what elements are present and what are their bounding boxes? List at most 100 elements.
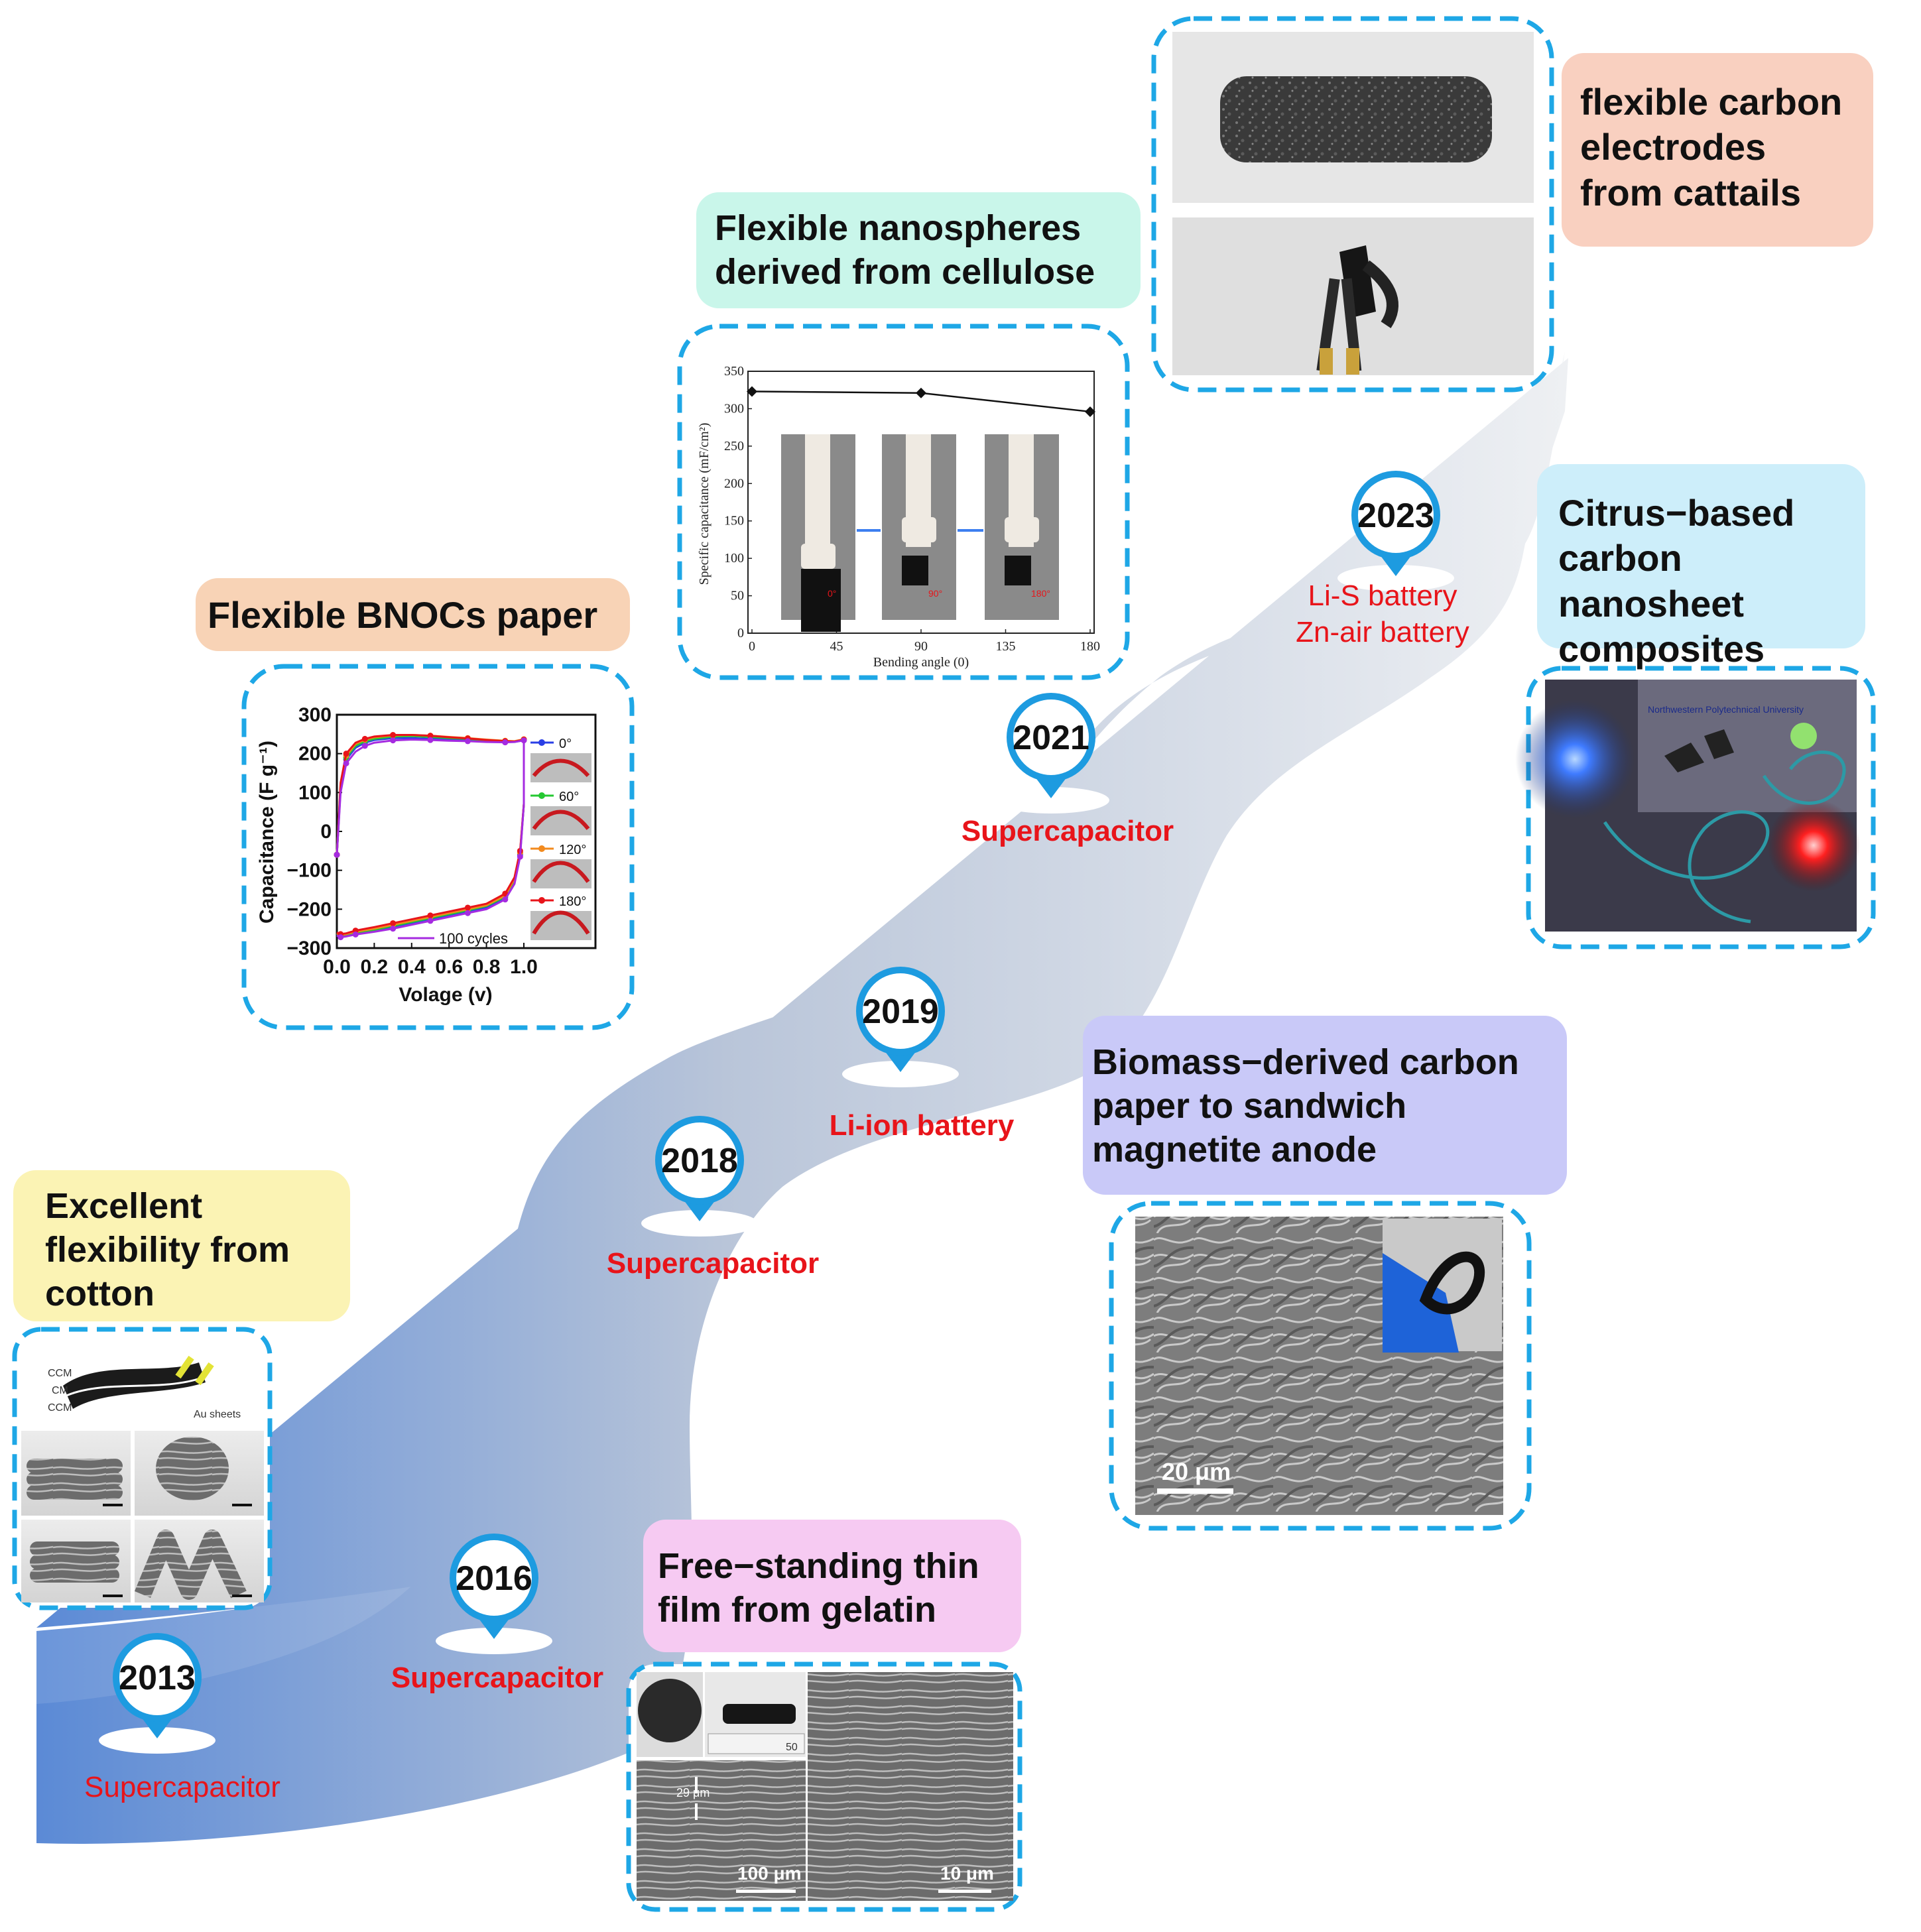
bend-ytick-label: 150 — [724, 514, 744, 528]
bend-xtick-label: 90 — [914, 639, 928, 654]
cv-legend-marker — [538, 897, 545, 904]
cv-point — [338, 934, 344, 941]
cv-point — [343, 751, 349, 757]
bend-xtick-label: 180 — [1080, 639, 1100, 654]
au-sheets-label: Au sheets — [194, 1409, 241, 1420]
citrus-label: Citrus−based carbon nanosheet composites — [1537, 464, 1865, 670]
biomass-scale-bar: 20 μm — [1162, 1458, 1231, 1485]
cv-ytick-label: −300 — [286, 937, 332, 959]
cv-xtick-label: 0.0 — [323, 956, 351, 978]
cv-xtick-label: 0.6 — [435, 956, 463, 978]
cv-ytick-label: 200 — [298, 743, 332, 765]
year-label: 2021 — [1013, 719, 1089, 757]
gelatin-cross-section-sem — [637, 1760, 806, 1901]
cv-ytick-label: 300 — [298, 704, 332, 726]
application-label: Supercapacitor — [84, 1771, 280, 1803]
cv-legend-marker — [538, 739, 545, 746]
pin-shadow — [641, 1210, 758, 1237]
bend-point — [916, 387, 926, 398]
year-label: 2019 — [862, 993, 939, 1031]
bend-xtick-label: 135 — [996, 639, 1016, 654]
cv-legend-label: 60° — [559, 790, 579, 804]
cv-point — [464, 910, 471, 916]
cv-point — [427, 912, 434, 919]
bend-ytick-label: 200 — [724, 476, 744, 491]
bend-ytick-label: 300 — [724, 401, 744, 416]
cv-ylabel: Capacitance (F g⁻¹) — [256, 741, 278, 924]
bend-xtick-label: 0 — [749, 639, 755, 654]
cv-legend-marker — [538, 845, 545, 852]
cv-point — [343, 760, 349, 766]
bend-ytick-label: 250 — [724, 439, 744, 453]
cv-point — [390, 732, 397, 739]
cv-point — [390, 737, 397, 744]
bend-ytick-label: 50 — [731, 589, 744, 603]
bend-ytick-label: 350 — [724, 364, 744, 379]
cv-ytick-label: −100 — [286, 860, 332, 882]
bend-inset-sample — [1005, 556, 1031, 585]
cv-legend-marker — [538, 792, 545, 799]
cv-inset-sample — [532, 758, 590, 778]
pin-shadow — [1337, 565, 1454, 591]
biomass-label: Biomass−derived carbon paper to sandwich… — [1083, 1016, 1567, 1195]
bend-xtick-label: 45 — [830, 639, 843, 654]
citrus-label-line2: carbon nanosheet — [1558, 537, 1745, 625]
bend-ytick-label: 100 — [724, 551, 744, 566]
application-label: Supercapacitor — [391, 1661, 603, 1694]
bend-inset-clamp — [902, 517, 936, 542]
bend-inset-sample — [801, 569, 841, 632]
citrus-label-line1: Citrus−based — [1558, 492, 1795, 534]
cv-ytick-label: 100 — [298, 782, 332, 804]
cv-xtick-label: 1.0 — [510, 956, 538, 978]
cotton-figure-box: CCM CM CCM Au sheets — [12, 1327, 273, 1610]
biomass-figure-box: 20 μm — [1109, 1201, 1532, 1531]
cattails-label-line3: from cattails — [1580, 171, 1801, 213]
cv-point — [427, 918, 434, 924]
bend-ylabel: Specific capacitance (mF/cm²) — [697, 423, 712, 585]
bend-inset-clamp — [801, 544, 836, 569]
pin-face — [863, 973, 938, 1049]
cv-xtick-label: 0.2 — [361, 956, 389, 978]
bnocs-label: Flexible BNOCs paper — [196, 578, 630, 651]
citrus-figure-box: Northwestern Polytechnical University — [1515, 666, 1876, 949]
bend-inset-angle: 0° — [828, 588, 836, 599]
cv-point — [502, 739, 509, 746]
biomass-label-line3: magnetite anode — [1092, 1129, 1377, 1170]
cotton-label-line2: flexibility from — [45, 1229, 290, 1270]
citrus-label-line3: composites — [1558, 627, 1765, 670]
cv-point — [390, 920, 397, 926]
gelatin-label-line1: Free−standing thin — [658, 1546, 979, 1586]
scale-left: 100 μm — [737, 1863, 802, 1884]
cv-ytick-label: 0 — [320, 821, 332, 843]
cv-xtick-label: 0.4 — [398, 956, 426, 978]
cellulose-label: Flexible nanospheres derived from cellul… — [696, 192, 1141, 308]
cv-point — [352, 931, 359, 937]
cattails-figure-box — [1151, 16, 1554, 392]
year-label: 2023 — [1357, 497, 1434, 535]
cv-point — [464, 738, 471, 745]
gelatin-zoom-sem — [808, 1672, 1013, 1901]
pin-shadow — [993, 787, 1109, 814]
bend-inset-holder — [805, 434, 830, 547]
cv-legend-label: 100 cycles — [439, 930, 508, 947]
cv-point — [502, 896, 509, 903]
bnocs-label-line1: Flexible BNOCs paper — [208, 594, 598, 636]
application-label: Supercapacitor — [607, 1247, 819, 1280]
cv-series-line — [336, 739, 525, 939]
cellulose-label-line2: derived from cellulose — [715, 251, 1095, 292]
cotton-label-line1: Excellent — [45, 1186, 203, 1226]
cv-ytick-label: −200 — [286, 898, 332, 920]
cellulose-label-line1: Flexible nanospheres — [715, 208, 1082, 248]
bend-inset-sample — [902, 556, 928, 585]
bend-xlabel: Bending angle (0) — [873, 655, 969, 670]
cv-xlabel: Volage (v) — [399, 984, 492, 1006]
cotton-label-line3: cotton — [45, 1273, 155, 1313]
